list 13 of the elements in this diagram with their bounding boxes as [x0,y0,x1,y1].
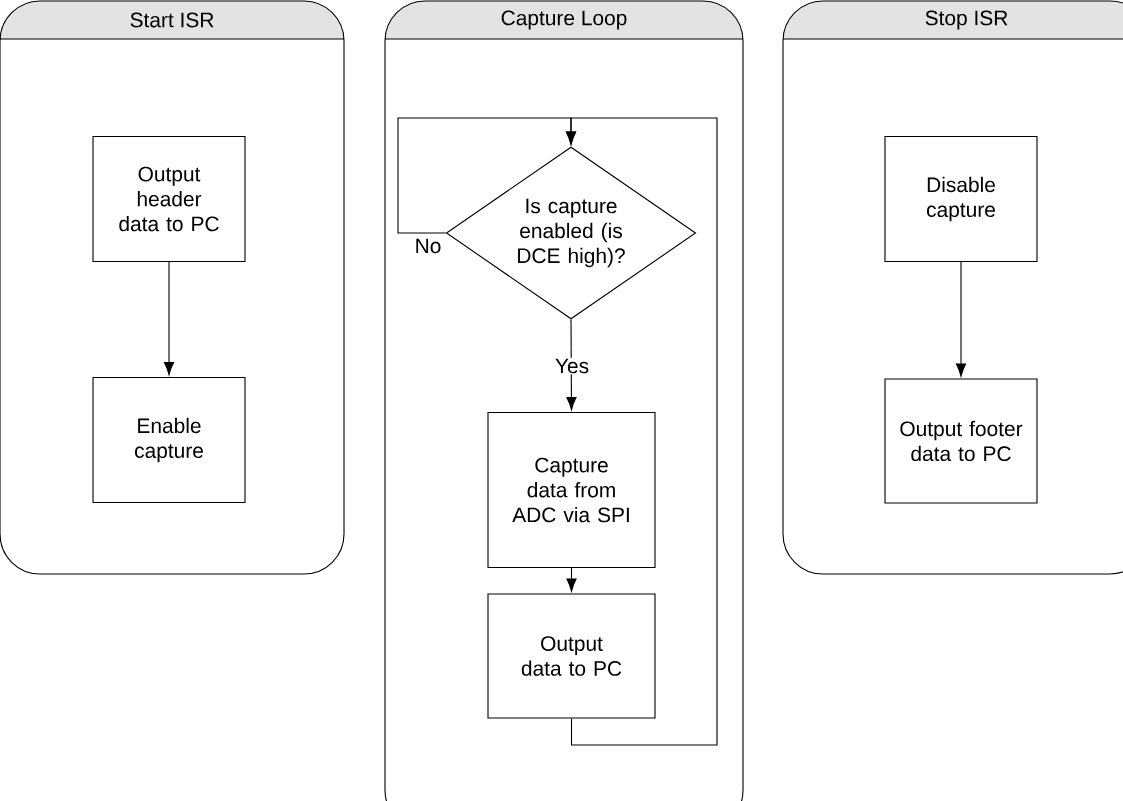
process-box: Capture data from ADC via SPI [487,411,656,569]
edge-label: No [416,238,441,254]
process-box: Output header data to PC [92,135,246,263]
process-box: Output data to PC [487,593,656,719]
arrow [955,261,967,377]
arrow [566,319,577,411]
arrow [397,117,577,234]
process-box: Output footer data to PC [884,378,1038,504]
process-box: Disable capture [884,135,1038,263]
arrow [163,261,175,376]
process-box: Enable capture [92,376,246,504]
edge-label: Yes [555,358,589,374]
arrow [566,567,577,592]
